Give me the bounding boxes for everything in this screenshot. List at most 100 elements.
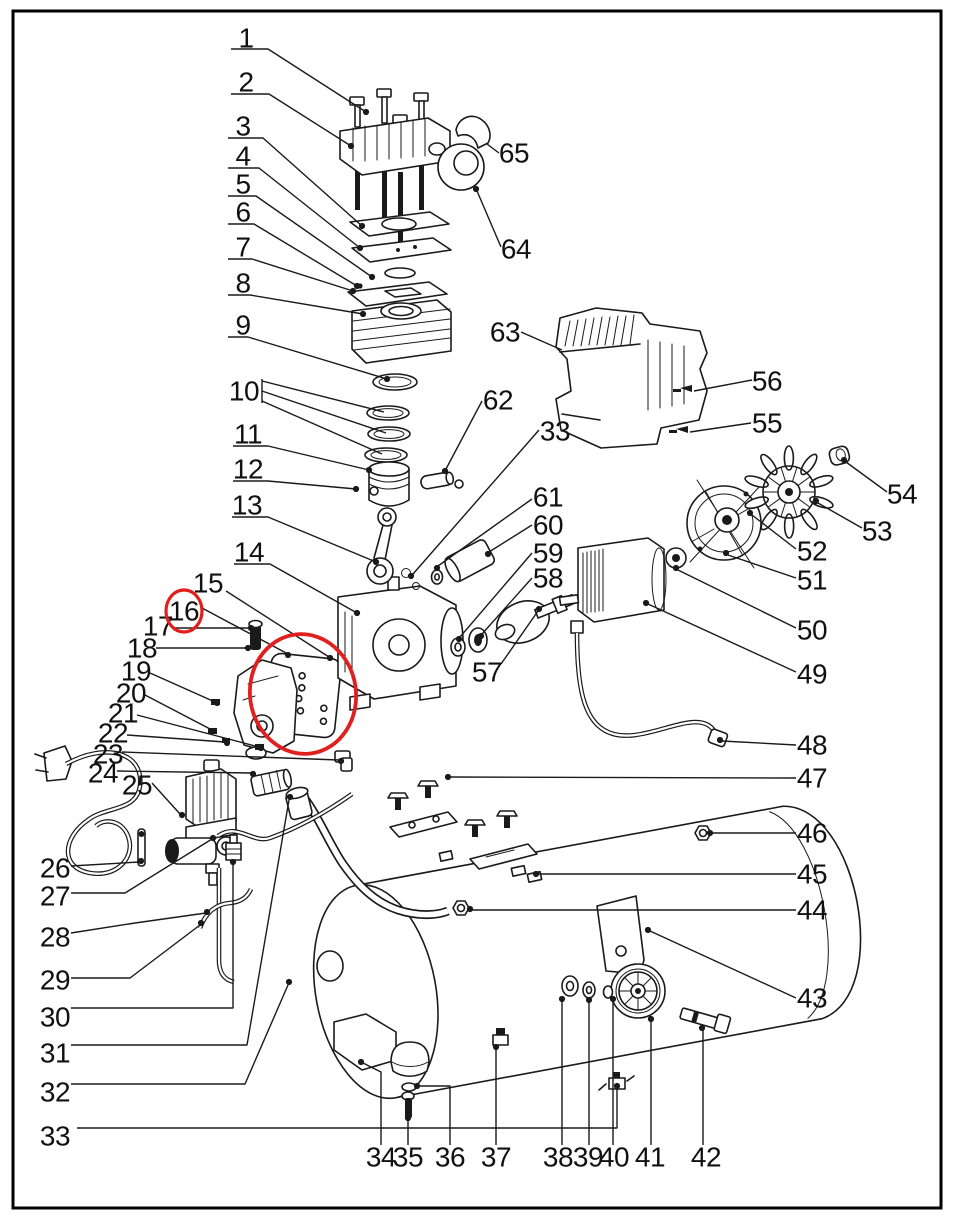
leader-line bbox=[71, 838, 213, 894]
callout-2-1: 2 bbox=[231, 67, 355, 150]
part-number-label: 59 bbox=[533, 538, 563, 569]
part-number-label: 23 bbox=[93, 739, 123, 770]
callout-23-22: 23 bbox=[93, 739, 345, 770]
callout-20-19: 20 bbox=[116, 678, 218, 735]
callout-25-24: 25 bbox=[122, 770, 186, 819]
callout-4-3: 4 bbox=[228, 141, 364, 252]
leader-line bbox=[649, 930, 797, 999]
leader-dot bbox=[284, 651, 292, 659]
fan-spoke bbox=[767, 497, 781, 508]
part-number-label: 44 bbox=[797, 895, 827, 926]
cylinder-block bbox=[351, 299, 452, 364]
leader-dot bbox=[466, 905, 474, 913]
leader-dot bbox=[368, 273, 376, 281]
part-number-label: 16 bbox=[169, 596, 199, 627]
leader-dot bbox=[441, 467, 449, 475]
valve-gasket bbox=[384, 267, 416, 279]
leader-dot bbox=[642, 599, 650, 607]
leader-dot bbox=[337, 757, 345, 765]
callout-3-2: 3 bbox=[228, 111, 366, 230]
callout-36-35: 36 bbox=[413, 1082, 466, 1173]
motor-shroud bbox=[555, 307, 708, 449]
part-number-label: 15 bbox=[193, 568, 223, 599]
part-number-label: 56 bbox=[752, 366, 782, 397]
leader-line bbox=[233, 480, 357, 490]
leader-line bbox=[647, 603, 797, 673]
callout-55-54: 55 bbox=[689, 408, 783, 439]
part-number-label: 29 bbox=[40, 965, 70, 996]
part-number-label: 33 bbox=[40, 1121, 70, 1152]
part-number-label: 62 bbox=[483, 385, 513, 416]
leader-line bbox=[362, 1062, 382, 1145]
leader-line bbox=[228, 223, 358, 287]
leader-dot bbox=[407, 572, 415, 580]
part-number-label: 57 bbox=[472, 657, 502, 688]
leader-dot bbox=[840, 456, 848, 464]
part-number-label: 26 bbox=[40, 853, 70, 884]
fan-spoke bbox=[780, 466, 787, 483]
pin-ring bbox=[454, 479, 464, 489]
leader-line bbox=[228, 336, 388, 380]
leader-line bbox=[151, 782, 181, 815]
connecting-rod bbox=[366, 507, 397, 585]
part-number-label: 37 bbox=[481, 1142, 511, 1173]
part-number-label: 60 bbox=[533, 510, 563, 541]
leader-line bbox=[77, 1089, 618, 1129]
part-number-label: 1 bbox=[238, 23, 253, 54]
leader-dot bbox=[352, 485, 360, 493]
callout-33-62: 33 bbox=[407, 416, 571, 580]
leader-dot bbox=[326, 654, 334, 662]
leader-dot bbox=[137, 857, 145, 865]
callout-21-20: 21 bbox=[108, 698, 265, 752]
piston bbox=[368, 461, 410, 507]
wheel bbox=[610, 963, 666, 1019]
part-number-label: 31 bbox=[40, 1038, 70, 1069]
part-number-label: 54 bbox=[887, 479, 917, 510]
callout-1-0: 1 bbox=[231, 23, 370, 116]
leader-line bbox=[234, 563, 358, 614]
part-number-label: 3 bbox=[235, 111, 250, 142]
part-number-label: 9 bbox=[235, 310, 250, 341]
callout-50-49: 50 bbox=[672, 564, 828, 646]
leader-dot bbox=[383, 375, 391, 383]
part-number-label: 51 bbox=[797, 565, 827, 596]
power-cord-plug bbox=[34, 745, 143, 876]
callout-42-41: 42 bbox=[691, 1024, 722, 1173]
fan-blade bbox=[800, 453, 818, 476]
leader-dot bbox=[647, 1015, 655, 1023]
leader-line bbox=[225, 590, 330, 658]
diagram-border bbox=[11, 9, 943, 1210]
rubber-foot bbox=[390, 1041, 430, 1078]
leader-dot bbox=[357, 1058, 365, 1066]
fan-spoke bbox=[767, 476, 781, 487]
leader-line bbox=[817, 502, 863, 529]
callout-63-63: 63 bbox=[490, 317, 563, 351]
part-number-label: 20 bbox=[116, 678, 146, 709]
leader-dot bbox=[203, 908, 211, 916]
callout-40-39: 40 bbox=[599, 995, 630, 1173]
callout-9-8: 9 bbox=[228, 310, 391, 383]
callout-27-26: 27 bbox=[40, 834, 217, 912]
part-number-label: 43 bbox=[797, 983, 827, 1014]
leader-line bbox=[71, 924, 201, 979]
leader-dot bbox=[455, 635, 463, 643]
part-number-label: 14 bbox=[234, 537, 264, 568]
crankcase-cover bbox=[233, 659, 298, 760]
part-number-label: 18 bbox=[127, 633, 157, 664]
part-number-label: 2 bbox=[238, 67, 253, 98]
leader-dot bbox=[257, 744, 265, 752]
leader-dot bbox=[433, 564, 441, 572]
callout-5-4: 5 bbox=[228, 169, 376, 281]
callout-22-21: 22 bbox=[98, 718, 231, 749]
leader-line bbox=[727, 554, 797, 579]
leader-line bbox=[721, 740, 797, 746]
tank-flange-bolts bbox=[387, 780, 518, 837]
leader-dot bbox=[197, 919, 205, 927]
leader-dot bbox=[746, 509, 754, 517]
leader-dot bbox=[244, 644, 252, 652]
callout-30-29: 30 bbox=[40, 858, 237, 1033]
leader-line bbox=[261, 380, 385, 413]
part-number-label: 8 bbox=[235, 268, 250, 299]
fan-spoke bbox=[797, 497, 811, 508]
